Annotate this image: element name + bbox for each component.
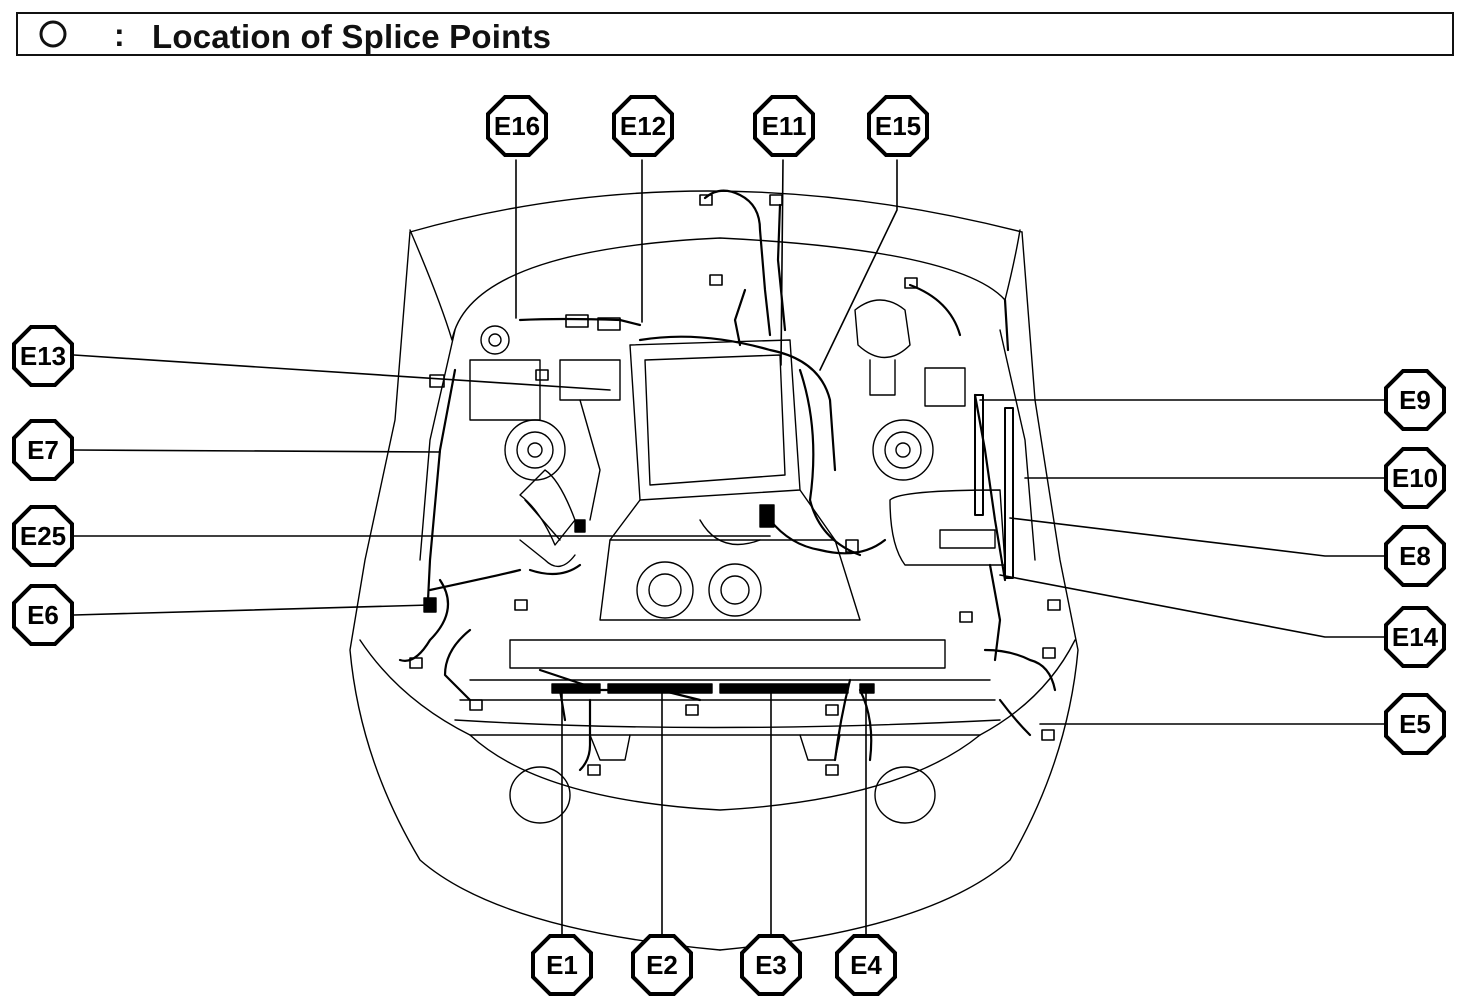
- splice-bars: [423, 394, 1014, 694]
- callout-label: E16: [494, 111, 540, 141]
- callout-label: E4: [850, 950, 882, 980]
- strut-towers: [504, 419, 934, 481]
- callout-label: E14: [1392, 622, 1439, 652]
- reservoirs: [480, 299, 966, 407]
- wire-harness: [398, 189, 1057, 772]
- callout-label: E15: [875, 111, 921, 141]
- callout-label: E7: [27, 435, 59, 465]
- callout-E10: E10: [1384, 447, 1446, 509]
- callout-label: E8: [1399, 541, 1431, 571]
- callout-E1: E1: [531, 934, 593, 996]
- callout-E5: E5: [1384, 693, 1446, 755]
- callout-label: E5: [1399, 709, 1431, 739]
- page-title: Location of Splice Points: [152, 18, 552, 55]
- callout-label: E11: [762, 111, 807, 141]
- callout-label: E1: [546, 950, 578, 980]
- callout-label: E12: [620, 111, 666, 141]
- callout-label: E10: [1392, 463, 1438, 493]
- leader-lines: [73, 159, 1385, 936]
- callout-E16: E16: [486, 95, 548, 157]
- callout-E25: E25: [12, 505, 74, 567]
- callout-badges: E16 E12 E11 E15 E13 E7 E25 E6: [12, 95, 1446, 996]
- callout-E9: E9: [1384, 369, 1446, 431]
- callout-E4: E4: [835, 934, 897, 996]
- callout-E11: E11: [753, 95, 815, 157]
- callout-label: E2: [646, 950, 678, 980]
- relay-box: [889, 489, 1006, 566]
- page-header: : Location of Splice Points: [16, 12, 1454, 56]
- air-intake: [519, 469, 576, 568]
- callout-E8: E8: [1384, 525, 1446, 587]
- callout-label: E25: [20, 521, 66, 551]
- callout-label: E9: [1399, 385, 1431, 415]
- circle-outline-icon: [39, 20, 67, 48]
- callout-E3: E3: [740, 934, 802, 996]
- callout-E2: E2: [631, 934, 693, 996]
- callout-label: E13: [20, 341, 66, 371]
- callout-label: E6: [27, 600, 59, 630]
- callout-E14: E14: [1384, 606, 1446, 668]
- callout-E12: E12: [612, 95, 674, 157]
- radiator-support: [454, 639, 1001, 729]
- callout-E7: E7: [12, 419, 74, 481]
- header-colon: :: [114, 17, 125, 53]
- vehicle-body-outline: [349, 190, 1079, 951]
- callout-label: E3: [755, 950, 787, 980]
- callout-E13: E13: [12, 325, 74, 387]
- callout-E15: E15: [867, 95, 929, 157]
- callout-E6: E6: [12, 584, 74, 646]
